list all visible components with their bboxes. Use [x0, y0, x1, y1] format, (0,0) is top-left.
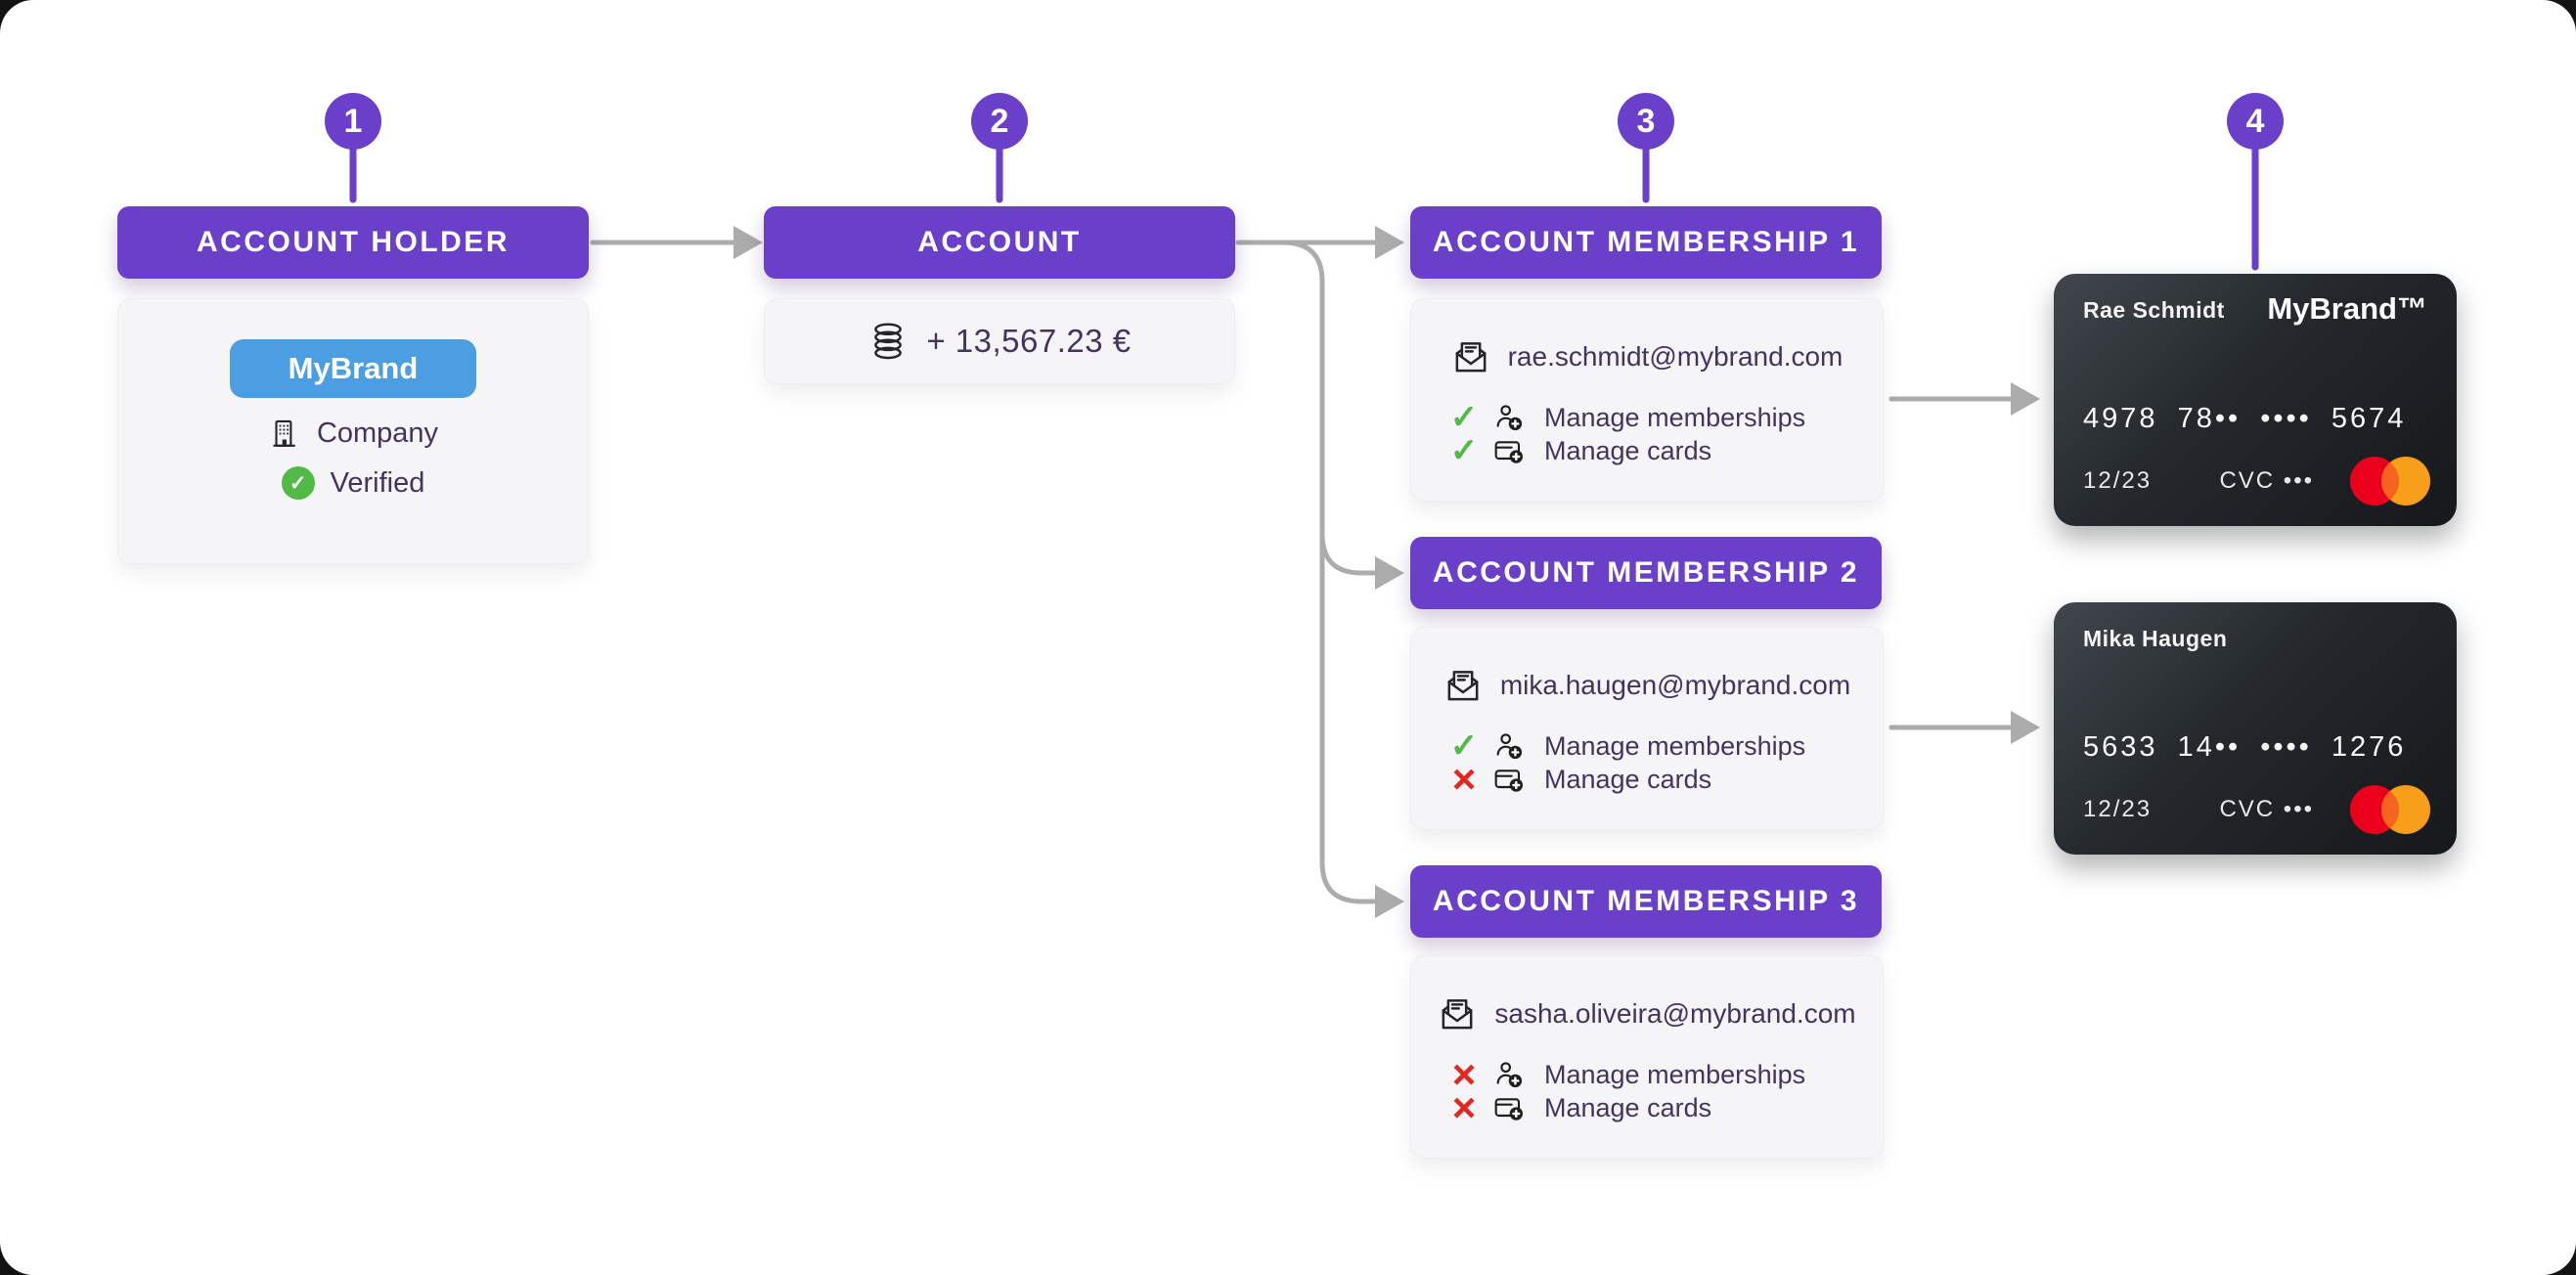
- membership-2-header: ACCOUNT MEMBERSHIP 2: [1410, 537, 1882, 609]
- membership-3-card: sasha.oliveira@mybrand.com Manage member…: [1410, 955, 1884, 1159]
- card-brand-logo: MyBrand™: [2267, 291, 2427, 326]
- permission-label: Manage memberships: [1544, 402, 1806, 432]
- user-add-icon: [1493, 1059, 1525, 1090]
- brand-chip: MyBrand: [230, 339, 476, 398]
- user-add-icon: [1493, 730, 1525, 762]
- card-bottom-row: 12/23 CVC •••: [2083, 784, 2431, 835]
- permission-row: Manage memberships: [1446, 401, 1863, 434]
- cardholder-name: Rae Schmidt: [2083, 297, 2225, 323]
- permission-status-icon: [1446, 1091, 1482, 1124]
- step-badge-3: 3: [1618, 93, 1674, 150]
- step-badge-2: 2: [971, 93, 1028, 150]
- mastercard-logo: [2349, 784, 2431, 835]
- verified-label: Verified: [330, 466, 425, 499]
- email-row: mika.haugen@mybrand.com: [1411, 663, 1883, 708]
- permission-label: Manage cards: [1544, 435, 1712, 465]
- badge-stems: [349, 143, 2259, 271]
- balance-amount: + 13,567.23 €: [926, 323, 1132, 359]
- mail-icon: [1451, 337, 1490, 376]
- card-number: 5633 14•• •••• 1276: [2083, 731, 2407, 763]
- email-row: rae.schmidt@mybrand.com: [1411, 334, 1883, 379]
- credit-card-1: Rae Schmidt MyBrand™ 4978 78•• •••• 5674…: [2054, 274, 2457, 526]
- permission-status-icon: [1446, 434, 1482, 467]
- account-holder-card: MyBrand Company ✓ Verified: [117, 298, 589, 564]
- membership-2-card: mika.haugen@mybrand.com Manage membershi…: [1410, 627, 1884, 830]
- card-expiry: 12/23: [2083, 467, 2153, 494]
- mail-icon: [1438, 994, 1477, 1033]
- account-holder-header: ACCOUNT HOLDER: [117, 206, 589, 279]
- account-balance-card: + 13,567.23 €: [764, 298, 1235, 384]
- step-badge-1: 1: [325, 93, 381, 150]
- card-cvc: CVC •••: [2219, 467, 2314, 494]
- membership-email: sasha.oliveira@mybrand.com: [1494, 998, 1856, 1029]
- entity-type-label: Company: [316, 417, 439, 449]
- permission-label: Manage cards: [1544, 1092, 1712, 1122]
- permission-label: Manage memberships: [1544, 730, 1806, 761]
- permission-row: Manage cards: [1446, 434, 1863, 467]
- arrow-heads: [733, 226, 2040, 918]
- verified-row: ✓ Verified: [118, 466, 588, 500]
- permission-status-icon: [1446, 401, 1482, 434]
- permission-row: Manage memberships: [1446, 1058, 1863, 1091]
- permissions-list: Manage memberships Manage cards: [1446, 729, 1863, 796]
- membership-email: rae.schmidt@mybrand.com: [1507, 341, 1843, 372]
- membership-3-header: ACCOUNT MEMBERSHIP 3: [1410, 865, 1882, 938]
- card-expiry: 12/23: [2083, 796, 2153, 822]
- permission-status-icon: [1446, 763, 1482, 796]
- mastercard-logo: [2349, 456, 2431, 506]
- card-add-icon: [1493, 1092, 1525, 1123]
- permissions-list: Manage memberships Manage cards: [1446, 1058, 1863, 1124]
- account-header: ACCOUNT: [764, 206, 1235, 279]
- user-add-icon: [1493, 402, 1525, 433]
- membership-email: mika.haugen@mybrand.com: [1499, 670, 1851, 700]
- entity-type-row: Company: [118, 417, 588, 450]
- cardholder-name: Mika Haugen: [2083, 626, 2228, 651]
- coins-icon: [867, 321, 909, 362]
- card-add-icon: [1493, 435, 1525, 466]
- step-badge-4: 4: [2227, 93, 2284, 150]
- branch-account-to-membership-2: [1319, 531, 1378, 576]
- permission-row: Manage cards: [1446, 1091, 1863, 1124]
- permission-label: Manage cards: [1544, 764, 1712, 794]
- verified-check-icon: ✓: [281, 466, 315, 500]
- membership-1-card: rae.schmidt@mybrand.com Manage membershi…: [1410, 298, 1884, 502]
- building-icon: [268, 417, 301, 450]
- branch-account-to-membership-3: [1280, 240, 1378, 904]
- card-cvc: CVC •••: [2219, 796, 2314, 822]
- email-row: sasha.oliveira@mybrand.com: [1411, 991, 1883, 1036]
- permissions-list: Manage memberships Manage cards: [1446, 401, 1863, 467]
- mail-icon: [1443, 666, 1483, 705]
- permission-label: Manage memberships: [1544, 1059, 1806, 1089]
- card-bottom-row: 12/23 CVC •••: [2083, 456, 2431, 506]
- membership-1-header: ACCOUNT MEMBERSHIP 1: [1410, 206, 1882, 279]
- card-add-icon: [1493, 764, 1525, 795]
- card-number: 4978 78•• •••• 5674: [2083, 403, 2407, 434]
- permission-row: Manage cards: [1446, 763, 1863, 796]
- credit-card-2: Mika Haugen 5633 14•• •••• 1276 12/23 CV…: [2054, 602, 2457, 855]
- permission-row: Manage memberships: [1446, 729, 1863, 763]
